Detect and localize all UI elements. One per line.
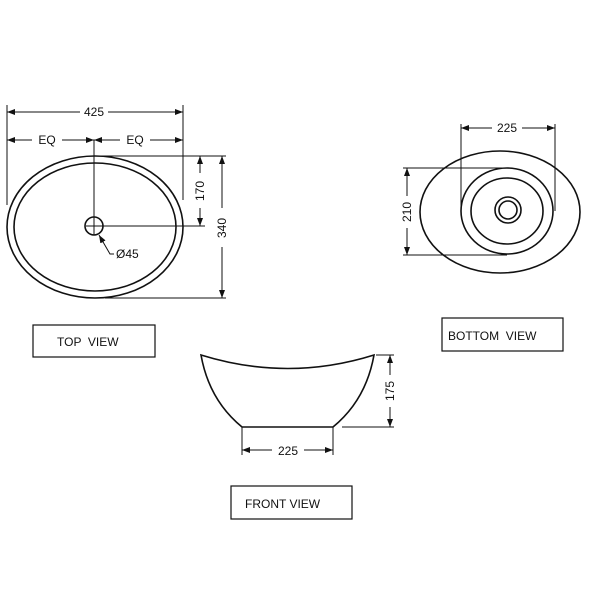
top-view-label-box: [32, 324, 156, 358]
height-dimension: 175: [383, 355, 397, 427]
half-depth-dimension: 170: [193, 156, 207, 226]
basin-outline: [419, 150, 581, 274]
drain-inner: [498, 200, 518, 220]
drain-outer: [494, 196, 522, 224]
drain-label: Ø45: [116, 247, 139, 261]
eq-right-label: EQ: [126, 133, 143, 147]
base-dimension: 225: [242, 444, 333, 458]
half-depth-label: 170: [193, 181, 207, 201]
eq-left-label: EQ: [38, 133, 55, 147]
basin-profile: [199, 353, 376, 428]
bottom-width-label: 225: [497, 121, 517, 135]
width-dimension: 425: [7, 105, 183, 119]
width-label: 425: [84, 105, 104, 119]
eq-dimension: EQ EQ: [7, 133, 183, 147]
front-view-label-box: [230, 485, 353, 520]
depth-label: 340: [215, 218, 229, 238]
drain-dimension: Ø45: [98, 234, 139, 261]
bottom-view: 225 210 BOTTOM VIEW: [400, 121, 581, 352]
height-label: 175: [383, 381, 397, 401]
top-view-label: TOP VIEW: [57, 335, 119, 349]
bottom-depth-dimension: 210: [400, 168, 414, 255]
front-view-label: FRONT VIEW: [245, 497, 321, 511]
foot-outer: [460, 167, 554, 255]
basin-outer-rim: [6, 155, 184, 299]
bottom-depth-label: 210: [400, 202, 414, 222]
front-view: 225 175 FRONT VIEW: [199, 353, 397, 520]
foot-inner: [470, 177, 544, 245]
basin-inner-rim: [13, 162, 177, 292]
bottom-width-dimension: 225: [461, 121, 555, 135]
base-label: 225: [278, 444, 298, 458]
bottom-view-label: BOTTOM VIEW: [448, 329, 537, 343]
top-view: 425 EQ EQ 170 340 Ø45 TOP VIEW: [6, 105, 229, 358]
bottom-view-label-box: [441, 317, 564, 352]
depth-dimension: 340: [215, 156, 229, 298]
